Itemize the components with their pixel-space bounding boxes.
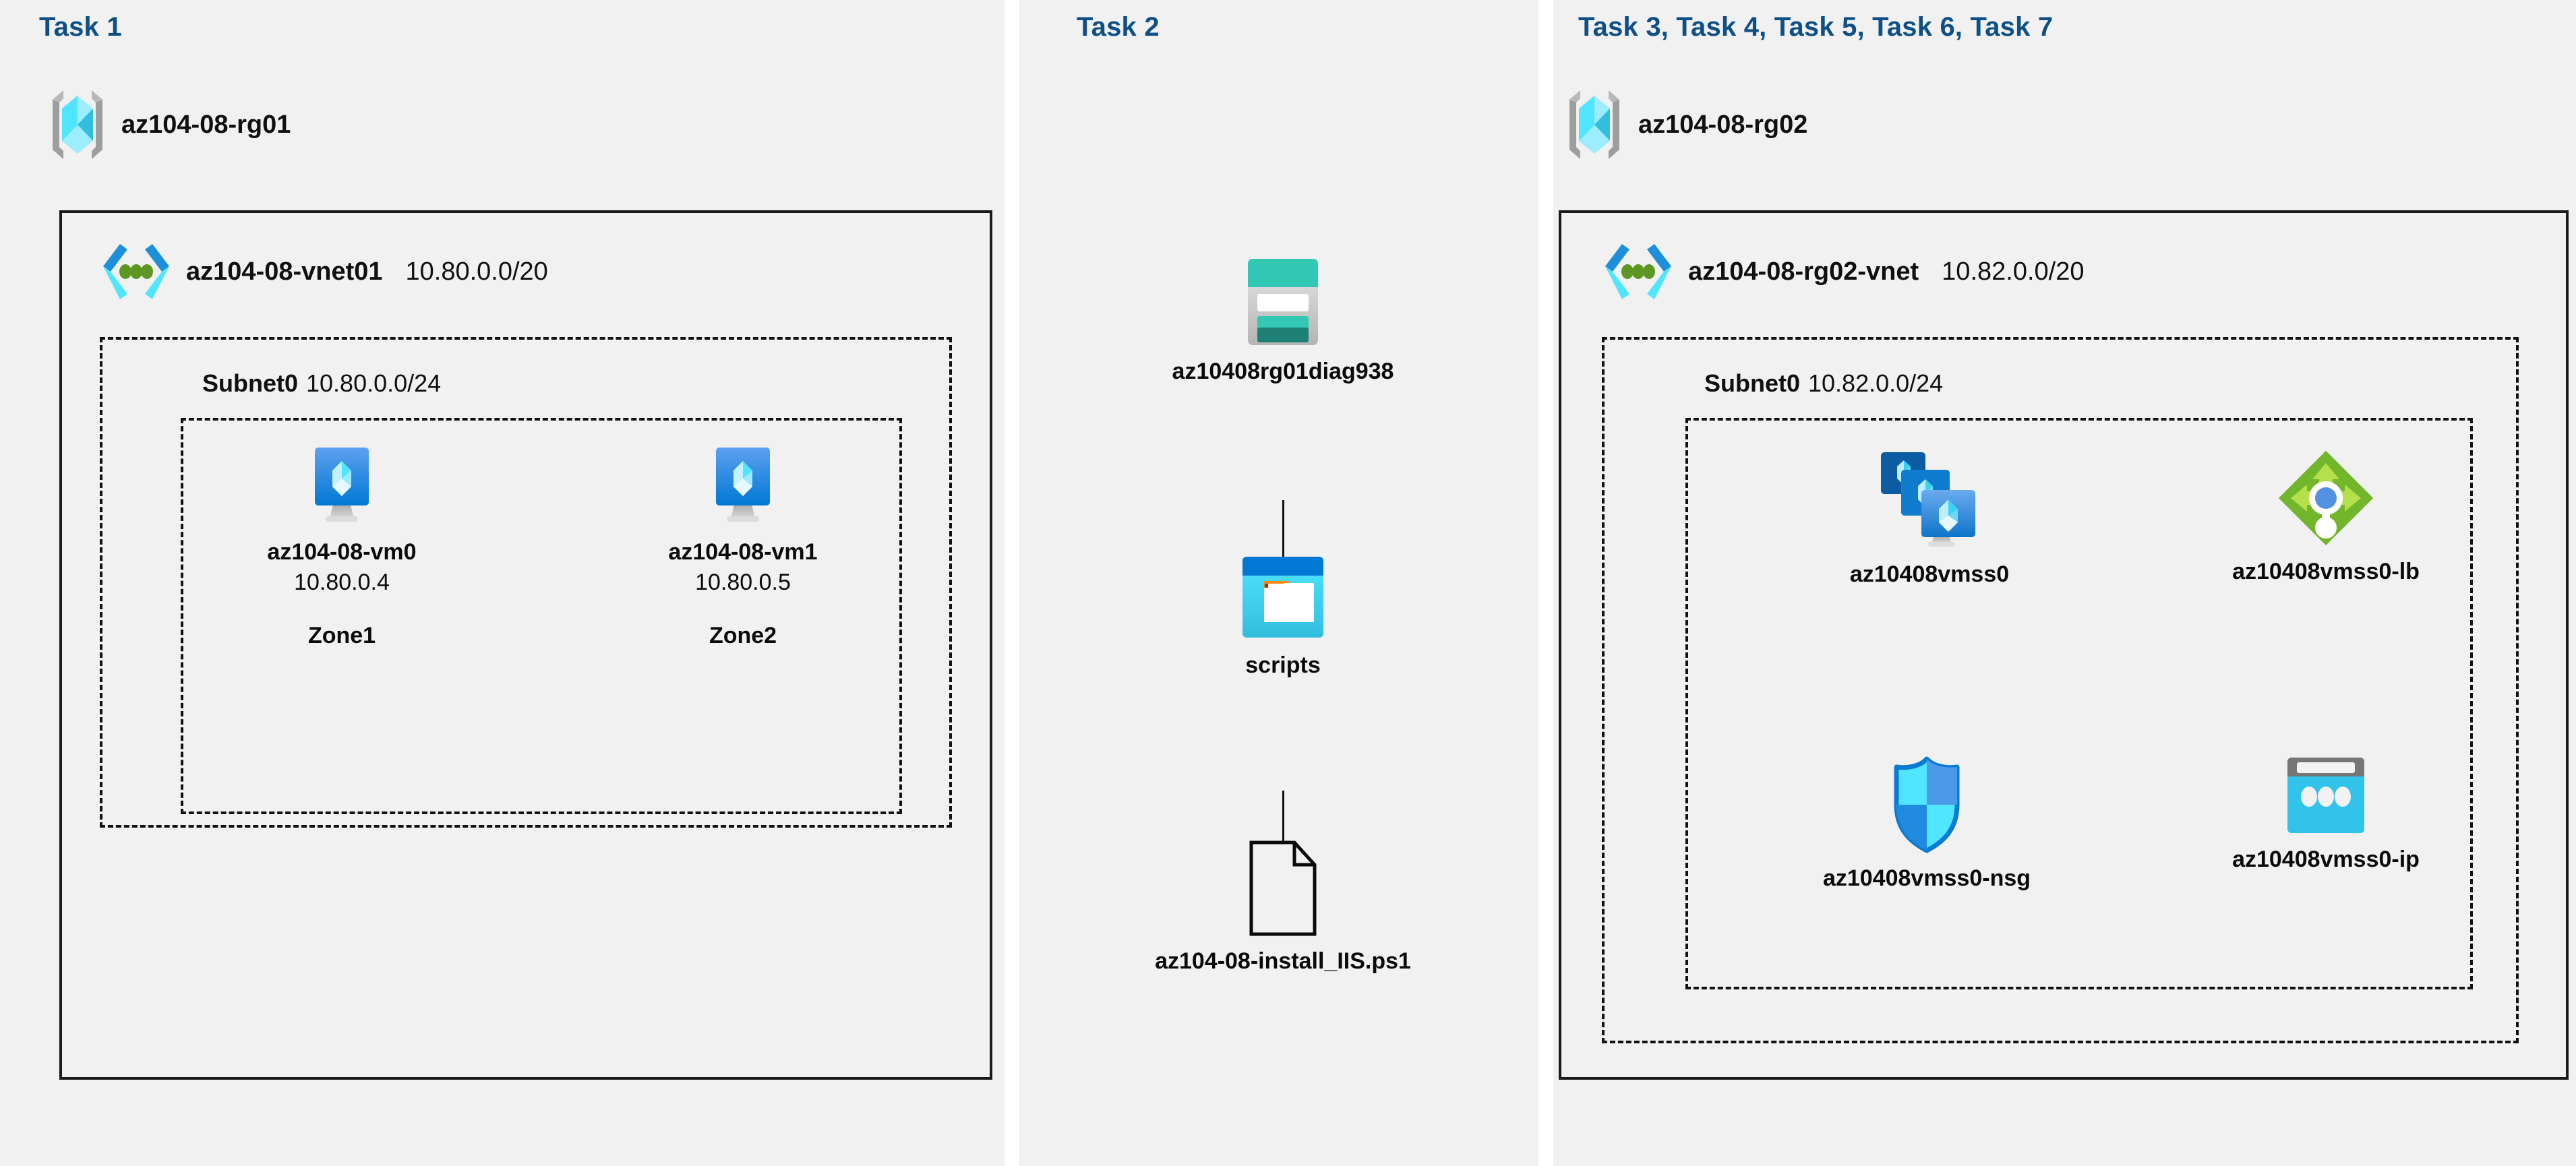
storage-account-icon xyxy=(1240,256,1326,348)
task-heading-1: Task 1 xyxy=(39,12,122,42)
vnet-name-label: az104-08-rg02-vnet xyxy=(1688,257,1919,286)
virtual-network-icon xyxy=(1602,243,1675,301)
vnet-boundary-2 xyxy=(1559,210,2569,1080)
storage-account-label: az10408rg01diag938 xyxy=(1172,359,1394,384)
vm-zone-label: Zone1 xyxy=(307,623,376,648)
script-file-icon xyxy=(1246,839,1320,938)
load-balancer-icon xyxy=(2276,448,2376,548)
resource-group-row-2: az104-08-rg02 xyxy=(1565,88,1807,162)
vm-scale-set-label: az10408vmss0 xyxy=(1849,561,2010,587)
vnet-name-label: az104-08-vnet01 xyxy=(186,257,383,286)
script-file-label: az104-08-install_IIS.ps1 xyxy=(1155,948,1411,974)
virtual-machine-icon xyxy=(305,445,378,528)
storage-account-node[interactable]: az10408rg01diag938 xyxy=(1094,256,1472,385)
script-file-node[interactable]: az104-08-install_IIS.ps1 xyxy=(1076,839,1490,975)
vm-ip-label: 10.80.0.5 xyxy=(695,570,791,595)
resource-group-row-1: az104-08-rg01 xyxy=(49,88,291,162)
connector-scripts-to-script-file xyxy=(1282,791,1284,850)
vm-zone-label: Zone2 xyxy=(709,623,777,648)
load-balancer-label: az10408vmss0-lb xyxy=(2232,559,2420,584)
resource-group-icon xyxy=(1565,88,1623,162)
vm-name-label: az104-08-vm0 xyxy=(267,539,417,565)
subnet-inner-boundary-2 xyxy=(1685,418,2473,989)
subnet-boundary-1 xyxy=(100,337,952,828)
public-ip-address-label: az10408vmss0-ip xyxy=(2232,847,2420,872)
task-panel-3 xyxy=(1553,0,2576,1166)
network-security-group-node[interactable]: az10408vmss0-nsg xyxy=(1738,755,2116,892)
public-ip-address-icon xyxy=(2282,755,2370,836)
subnet-name: Subnet0 xyxy=(1704,369,1801,397)
vnet-boundary-1 xyxy=(59,210,992,1080)
vm-node-0[interactable]: az104-08-vm0 10.80.0.4 Zone1 xyxy=(227,445,456,649)
blob-container-node[interactable]: scripts xyxy=(1182,553,1384,679)
vm-name-label: az104-08-vm1 xyxy=(668,539,818,565)
network-security-group-label: az10408vmss0-nsg xyxy=(1822,865,2031,891)
resource-group-label: az104-08-rg02 xyxy=(1638,110,1808,139)
public-ip-address-node[interactable]: az10408vmss0-ip xyxy=(2157,755,2494,873)
vnet-cidr-label: 10.82.0.0/20 xyxy=(1942,257,2085,286)
network-security-group-icon xyxy=(1887,755,1967,855)
resource-group-label: az104-08-rg01 xyxy=(121,110,291,139)
task-heading-2: Task 2 xyxy=(1077,12,1160,42)
resource-group-icon xyxy=(49,88,107,162)
vnet-cidr-label: 10.80.0.0/20 xyxy=(405,257,548,286)
load-balancer-node[interactable]: az10408vmss0-lb xyxy=(2151,448,2501,585)
vm-scale-set-icon xyxy=(1873,448,1986,551)
blob-container-label: scripts xyxy=(1245,652,1321,678)
virtual-network-icon xyxy=(100,243,173,301)
vm-node-1[interactable]: az104-08-vm1 10.80.0.5 Zone2 xyxy=(628,445,858,649)
subnet-cidr: 10.82.0.0/24 xyxy=(1808,369,1944,397)
blob-container-icon xyxy=(1238,553,1327,642)
vnet-row-2: az104-08-rg02-vnet 10.82.0.0/20 xyxy=(1602,243,2084,301)
virtual-machine-icon xyxy=(707,445,779,528)
vm-ip-label: 10.80.0.4 xyxy=(294,570,390,595)
task-heading-3: Task 3, Task 4, Task 5, Task 6, Task 7 xyxy=(1578,12,2054,42)
vnet-row-1: az104-08-vnet01 10.80.0.0/20 xyxy=(100,243,548,301)
subnet-name: Subnet0 xyxy=(202,369,299,397)
connector-storage-to-scripts xyxy=(1282,500,1284,561)
subnet-boundary-2 xyxy=(1602,337,2519,1043)
subnet-inner-boundary-1 xyxy=(181,418,902,814)
task-panel-1 xyxy=(0,0,1005,1166)
subnet-cidr: 10.80.0.0/24 xyxy=(306,369,442,397)
vm-scale-set-node[interactable]: az10408vmss0 xyxy=(1754,448,2105,588)
